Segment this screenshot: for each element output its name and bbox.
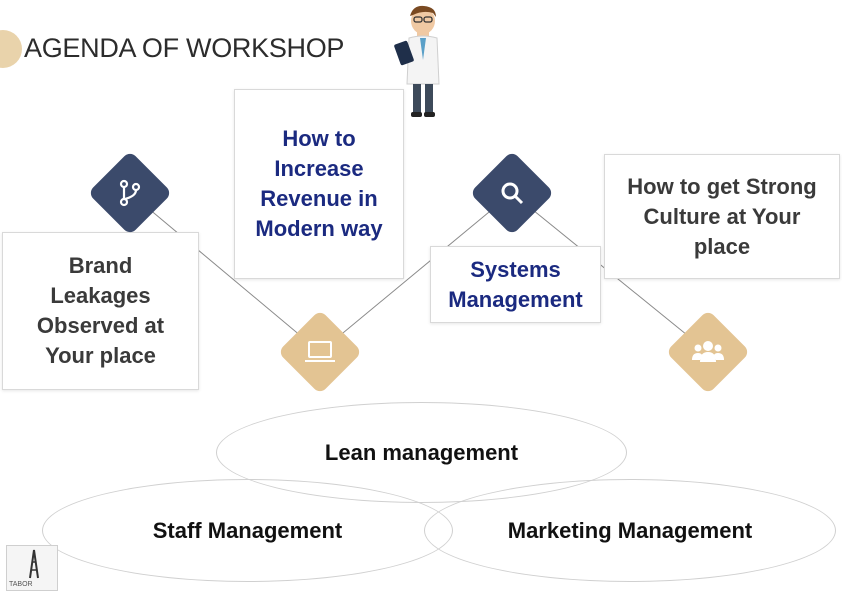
agenda-item-strong-culture: How to get Strong Culture at Your place	[604, 154, 840, 279]
page-title: AGENDA OF WORKSHOP	[24, 33, 345, 63]
company-logo: TABOR	[6, 545, 58, 591]
laptop-icon	[298, 330, 342, 374]
doctor-illustration-icon	[394, 5, 440, 117]
logo-text: TABOR	[9, 581, 33, 588]
branch-icon	[108, 171, 152, 215]
agenda-item-increase-revenue: How to Increase Revenue in Modern way	[234, 89, 404, 279]
ellipse-staff-management: Staff Management	[42, 479, 453, 582]
people-group-icon	[686, 330, 730, 374]
ellipse-marketing-management: Marketing Management	[424, 479, 836, 582]
search-icon	[490, 171, 534, 215]
agenda-item-brand-leakages: Brand Leakages Observed at Your place	[2, 232, 199, 390]
agenda-item-systems-management: Systems Management	[430, 246, 601, 323]
ellipse-lean-management: Lean management	[216, 402, 627, 503]
title-accent-dot	[0, 30, 22, 68]
